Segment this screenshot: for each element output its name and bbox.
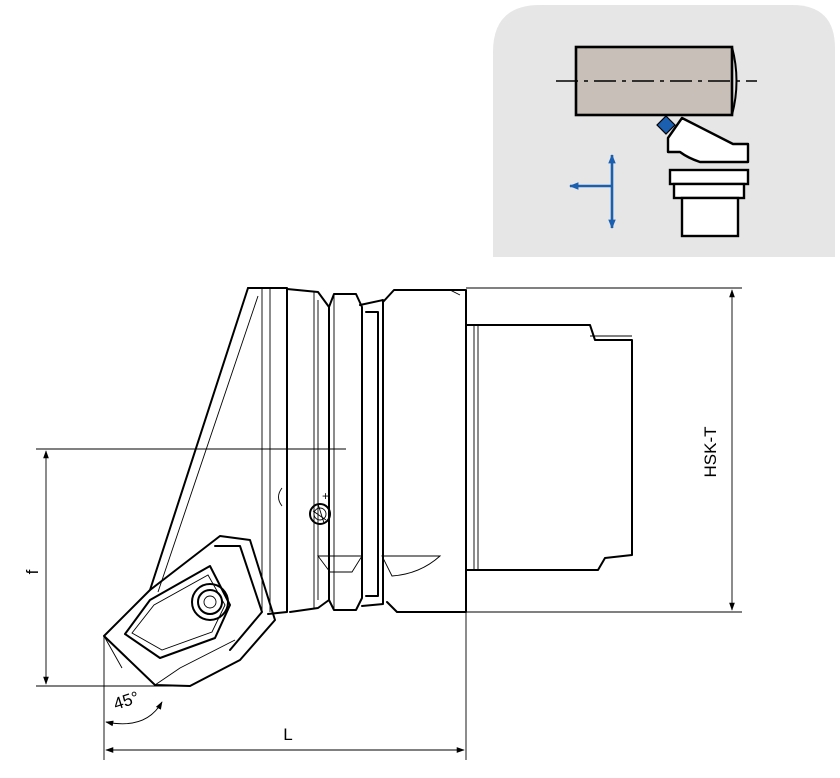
cutting-insert-icon — [656, 115, 676, 135]
feed-direction-arrows-icon — [569, 154, 616, 229]
label-hsk-t: HSK-T — [701, 427, 720, 478]
cutting-head — [103, 535, 276, 687]
tool-holder-icon — [656, 115, 750, 238]
svg-text:+: + — [322, 489, 329, 503]
label-f: f — [23, 569, 42, 574]
adjusting-screw-icon: + — [309, 489, 331, 525]
dimension-lines — [36, 287, 742, 760]
hsk-shank — [465, 324, 633, 571]
label-angle: 45° — [111, 688, 141, 714]
flange — [382, 289, 467, 613]
clamping-screw-icon — [191, 583, 229, 621]
workpiece-bar — [556, 45, 757, 117]
collar — [328, 293, 363, 611]
label-l: L — [283, 725, 292, 744]
tool-body: + — [103, 287, 633, 687]
slant-face — [149, 287, 249, 591]
head-plate — [247, 287, 288, 615]
angle-arc — [105, 701, 163, 727]
machining-inset — [493, 5, 835, 257]
